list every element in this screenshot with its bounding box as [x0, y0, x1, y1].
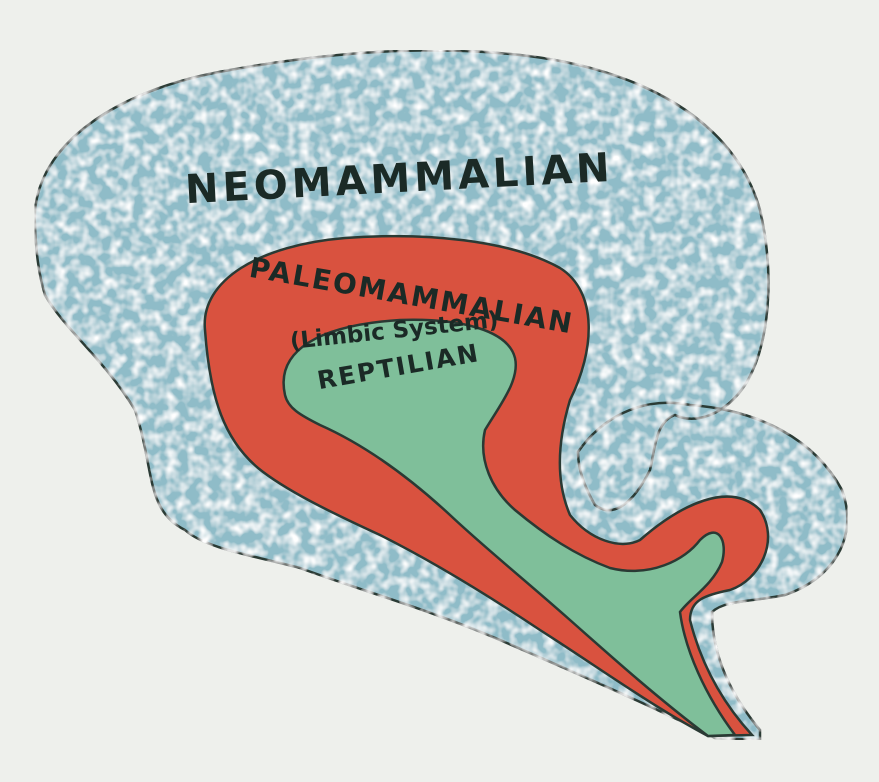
triune-brain-diagram: NEOMAMMALIAN PALEOMAMMALIAN (Limbic Syst…	[0, 0, 879, 782]
brain-illustration: NEOMAMMALIAN PALEOMAMMALIAN (Limbic Syst…	[0, 0, 879, 782]
